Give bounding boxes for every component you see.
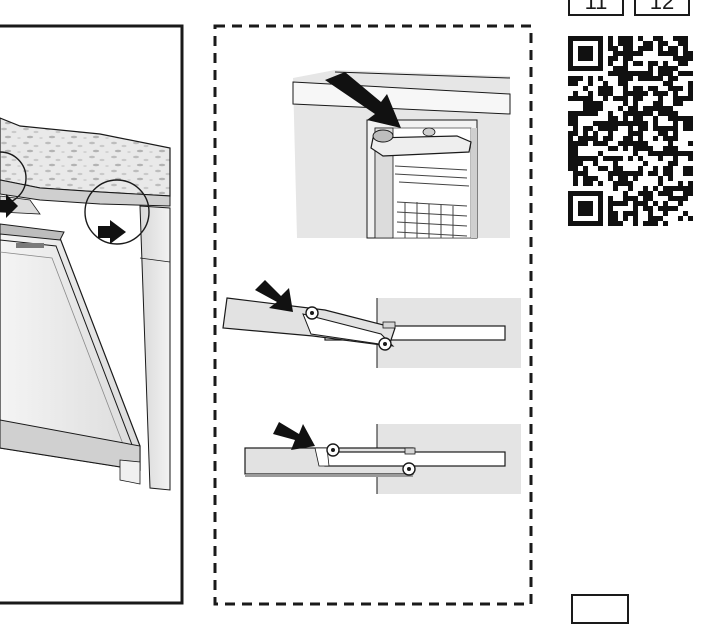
detail-bracket-insert: [292, 70, 511, 239]
step-number-11: 11: [568, 0, 624, 16]
push-arrow-icon: [273, 422, 315, 450]
detail-circle-right: [84, 179, 150, 245]
step-number-12-label: 12: [649, 0, 675, 14]
push-arrow-icon: [0, 194, 18, 218]
detail-bracket-tilted: [222, 280, 521, 368]
detail-bracket-engaged: [244, 422, 521, 494]
qr-code-icon: [568, 36, 693, 226]
step-number-11-label: 11: [584, 0, 608, 14]
bracket-detail-panel: [213, 24, 533, 606]
mounting-bracket: [370, 135, 472, 157]
step-number-12: 12: [634, 0, 690, 16]
detail-circle-left: [0, 151, 27, 205]
bottom-right-box: [571, 594, 629, 624]
push-arrow-icon: [255, 280, 293, 312]
side-cabinet: [139, 205, 171, 491]
dishwasher-overview-panel: [0, 24, 184, 605]
push-arrow-icon: [325, 72, 401, 128]
push-arrow-icon: [98, 220, 126, 244]
dashed-frame: [213, 24, 533, 606]
control-panel-strip: [0, 223, 65, 241]
